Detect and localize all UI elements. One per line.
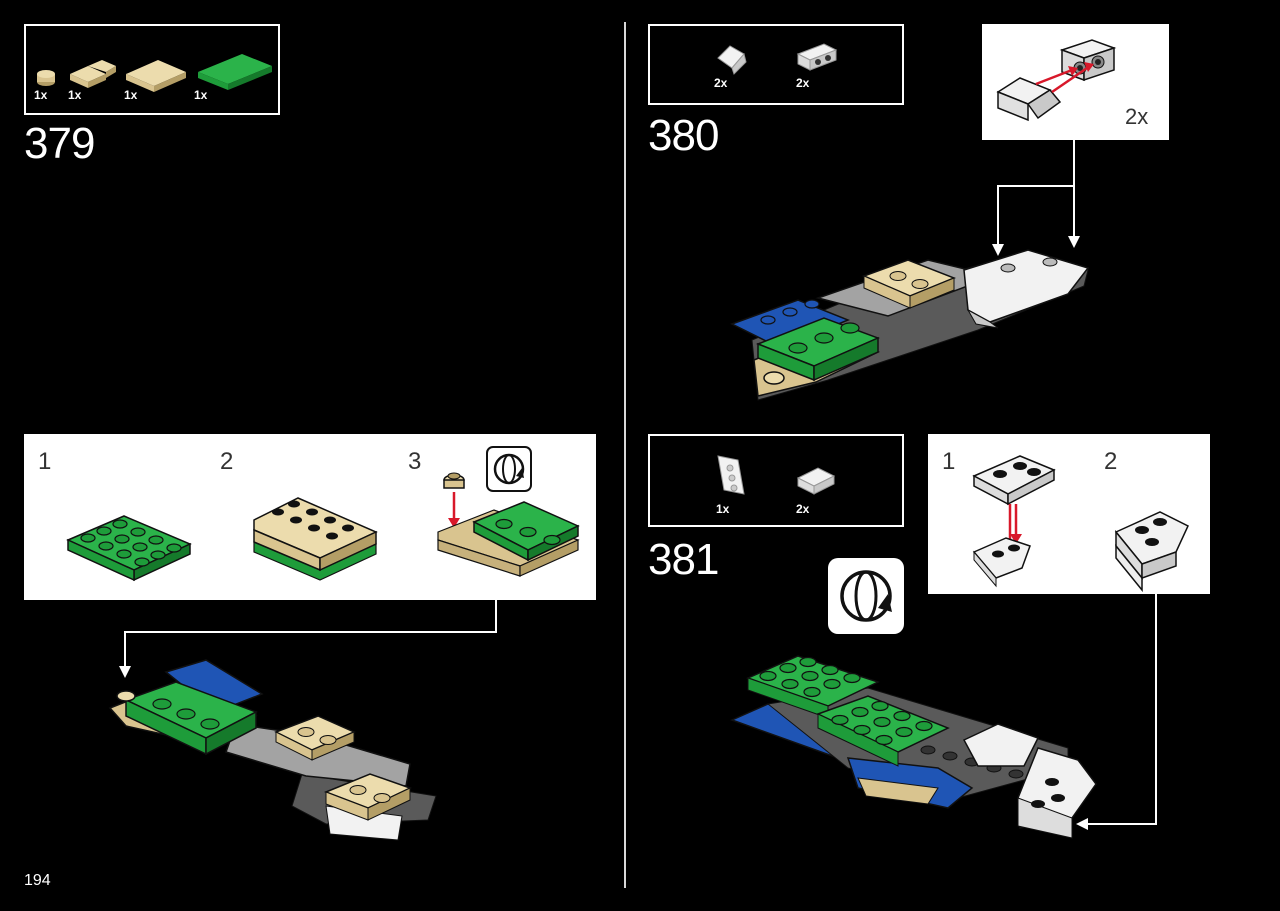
callout-connector-380 (992, 140, 1080, 256)
white-wedge-plate-icon (717, 455, 745, 495)
slope-bracket-assembly-illustration (996, 39, 1117, 122)
substep-number: 1 (38, 448, 52, 475)
white-bracket-icon (796, 43, 838, 71)
white-small-wedge-icon (796, 467, 836, 495)
part-qty: 1x (34, 88, 48, 102)
substep-number: 2 (1104, 448, 1118, 475)
part-qty: 2x (714, 76, 728, 90)
round-plate-attach-illustration (437, 472, 580, 577)
callout-connector-379 (119, 600, 497, 678)
wedge-stack-illustration (972, 455, 1056, 588)
wedge-stack-result-illustration (1114, 511, 1189, 593)
page-divider (624, 22, 626, 888)
callout-connector-381 (1076, 594, 1157, 830)
substep-panel-381: 1 2 (928, 434, 1210, 594)
green-plate-illustration (66, 515, 192, 582)
rotate-icon (828, 558, 904, 634)
step-number: 381 (648, 535, 719, 584)
green-2x4-plate-icon (198, 54, 272, 90)
part-qty: 1x (194, 88, 208, 102)
substep-number: 3 (408, 448, 422, 475)
model-381 (729, 655, 1097, 839)
rotate-icon (486, 446, 532, 492)
part-qty: 2x (796, 502, 810, 516)
model-379 (108, 659, 437, 841)
tan-round-plate-icon (37, 70, 55, 86)
page-number: 194 (24, 872, 51, 889)
part-qty: 1x (716, 502, 730, 516)
part-qty: 1x (68, 88, 82, 102)
step-number: 380 (648, 111, 719, 160)
callout-multiplier: 2x (1125, 104, 1149, 129)
model-380 (730, 249, 1090, 401)
substep-number: 2 (220, 448, 234, 475)
parts-list-379: 1x 1x 1x 1x (24, 24, 280, 115)
parts-list-381: 1x 2x (648, 434, 904, 527)
substep-panel-379: 1 2 3 (24, 434, 596, 600)
subassembly-callout-380: 2x (982, 24, 1169, 140)
substep-number: 1 (942, 448, 956, 475)
tan-2x3-plate-icon (126, 60, 186, 92)
step-number: 379 (24, 119, 95, 168)
part-qty: 2x (796, 76, 810, 90)
tan-on-green-illustration (253, 497, 378, 581)
tan-corner-plate-icon (70, 60, 116, 88)
white-slope-icon (717, 45, 747, 75)
part-qty: 1x (124, 88, 138, 102)
parts-list-380: 2x 2x (648, 24, 904, 105)
